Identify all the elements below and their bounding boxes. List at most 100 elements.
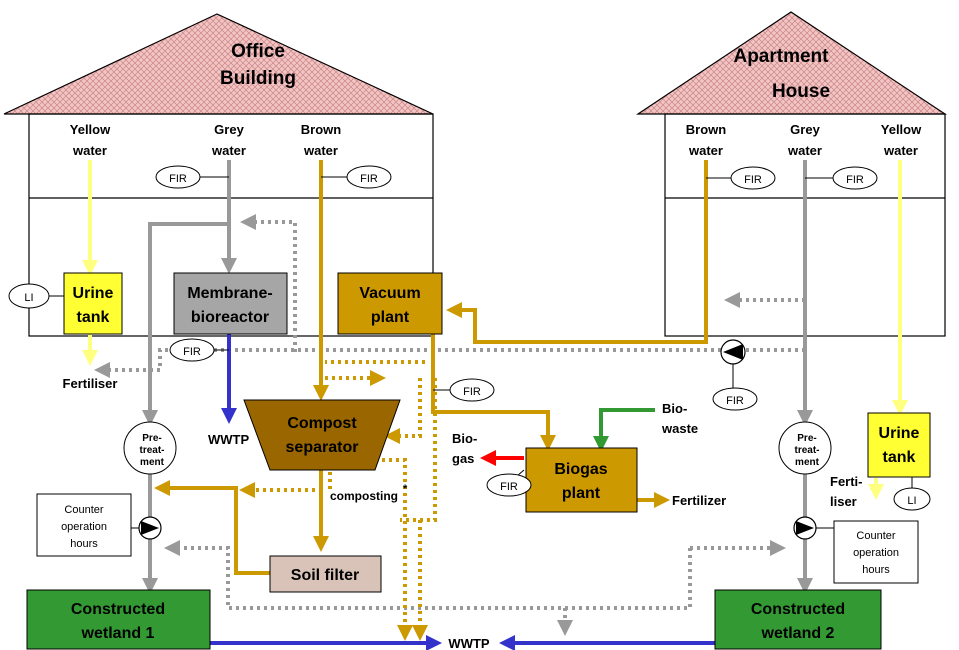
- office-urine-tank-label-2: tank: [77, 309, 110, 326]
- biogas-plant-label-2: plant: [562, 485, 601, 502]
- fir-label: FIR: [846, 174, 864, 186]
- membrane-bioreactor-box: [173, 272, 288, 335]
- fir-label: FIR: [500, 481, 518, 493]
- apartment-source-labels: Brown water Grey water Yellow water: [686, 122, 922, 158]
- constructed-wetland-1-label-2: wetland 1: [81, 625, 155, 642]
- apartment-brown-water-label-2: water: [688, 143, 723, 158]
- recirculation-lines: [94, 214, 805, 641]
- brown-dotted-3: [384, 378, 422, 444]
- biowaste-label-2: waste: [661, 421, 698, 436]
- biowaste-flow: [593, 408, 655, 452]
- pump-apartment-icon: [793, 516, 817, 540]
- biogas-plant-label: Biogas: [554, 461, 607, 478]
- li-office: [8, 283, 50, 309]
- biogas-label: Bio-: [452, 431, 477, 446]
- fir-apartment-brown: [730, 166, 776, 190]
- li-label: LI: [907, 495, 916, 507]
- compost-separator-shape: [243, 399, 401, 471]
- office-urine-tank: Urine tank: [63, 272, 123, 335]
- vacuum-plant-box: [337, 272, 443, 335]
- vacuum-to-biogas: [431, 334, 556, 451]
- apartment-house: Apartment House: [636, 11, 947, 337]
- office-grey-water-label-2: water: [211, 143, 246, 158]
- soil-filter-return: [154, 480, 270, 575]
- biogas-plant-box: [525, 447, 638, 513]
- office-title-line2: Building: [220, 68, 296, 89]
- counter-office: Counter operation hours: [36, 493, 139, 557]
- apartment-urine-tank-box: [867, 412, 931, 478]
- office-title: Office: [231, 41, 285, 62]
- counter-office-label-3: hours: [70, 538, 98, 550]
- brown-dotted-5: [375, 458, 413, 641]
- wwtp-central-label: WWTP: [448, 636, 489, 650]
- composting-label: composting: [330, 489, 398, 503]
- fir-office-brown: [346, 165, 392, 189]
- apartment-urine-tank-label: Urine: [879, 425, 920, 442]
- fir-biogas: [486, 473, 532, 497]
- grey-dotted-office-top: [240, 214, 297, 352]
- vacuum-plant: Vacuum plant: [337, 272, 443, 335]
- grey-dotted-mid: [94, 348, 805, 378]
- office-fertiliser-label: Fertiliser: [63, 376, 118, 391]
- counter-office-label-2: operation: [61, 521, 107, 533]
- fir-label: FIR: [360, 173, 378, 185]
- constructed-wetland-1-box: [26, 589, 211, 650]
- apartment-urine-tank: Urine tank: [867, 412, 931, 478]
- office-source-labels: Yellow water Grey water Brown water: [70, 122, 342, 158]
- fir-label: FIR: [169, 173, 187, 185]
- fir-membrane: [169, 338, 215, 362]
- counter-apartment-label-3: hours: [862, 564, 890, 576]
- constructed-wetland-1: Constructed wetland 1: [26, 589, 211, 650]
- counter-apartment-box: [833, 520, 919, 584]
- biogas-plant: Biogas plant: [525, 447, 638, 513]
- office-grey-to-pretreat: [142, 222, 229, 426]
- pretreatment-office: Pre- treat- ment: [123, 421, 177, 475]
- apartment-title-line2: House: [772, 81, 830, 102]
- pretreatment-apartment-label-2: treat-: [794, 445, 819, 456]
- membrane-bioreactor: Membrane- bioreactor: [173, 272, 288, 335]
- apartment-yellow-water-label: Yellow: [881, 122, 922, 137]
- brown-dotted-4: [400, 378, 437, 522]
- fir-pump: [712, 387, 758, 411]
- counter-apartment-label: Counter: [856, 530, 895, 542]
- apartment-grey-water-label-2: water: [787, 143, 822, 158]
- compost-separator-label-2: separator: [286, 439, 359, 456]
- apartment-urine-tank-label-2: tank: [883, 449, 916, 466]
- li-label: LI: [24, 292, 33, 304]
- free-labels: Fertiliser WWTP composting * Bio- waste …: [63, 376, 863, 650]
- fir-instruments: [8, 165, 931, 511]
- compost-separator-label: Compost: [287, 415, 357, 432]
- fir-label: FIR: [744, 174, 762, 186]
- office-yellow-water-label-2: water: [72, 143, 107, 158]
- membrane-bioreactor-label: Membrane-: [187, 285, 272, 302]
- apartment-fertiliser-label-2: liser: [830, 494, 857, 509]
- counter-apartment-label-2: operation: [853, 547, 899, 559]
- li-apartment: [893, 487, 931, 511]
- office-building: Office Building: [3, 13, 434, 337]
- soil-filter-label: Soil filter: [291, 567, 359, 584]
- counter-office-label: Counter: [64, 504, 103, 516]
- constructed-wetland-2-box: [714, 589, 882, 650]
- biowaste-label: Bio-: [662, 401, 687, 416]
- pump-office-icon: [138, 516, 162, 540]
- composting-mark: *: [403, 483, 408, 495]
- apartment-brown-flow: [446, 160, 708, 344]
- fir-label: FIR: [463, 386, 481, 398]
- apartment-yellow-water-label-2: water: [883, 143, 918, 158]
- office-roof: [3, 13, 434, 115]
- vacuum-plant-label: Vacuum: [359, 285, 420, 302]
- soil-filter-box: [269, 555, 382, 593]
- wwtp-membrane-label: WWTP: [208, 432, 249, 447]
- pretreatment-apartment: Pre- treat- ment: [778, 421, 832, 475]
- apartment-fertiliser-label: Ferti-: [830, 474, 863, 489]
- constructed-wetland-2: Constructed wetland 2: [714, 589, 882, 650]
- apartment-grey-water-label: Grey: [790, 122, 820, 137]
- fir-label: FIR: [183, 346, 201, 358]
- fir-apartment-grey: [832, 166, 878, 190]
- counter-office-box: [36, 493, 132, 557]
- apartment-title: Apartment: [733, 46, 829, 67]
- pretreatment-apartment-label-3: ment: [795, 457, 820, 468]
- counter-apartment: Counter operation hours: [816, 520, 919, 584]
- fir-office-grey: [155, 165, 201, 189]
